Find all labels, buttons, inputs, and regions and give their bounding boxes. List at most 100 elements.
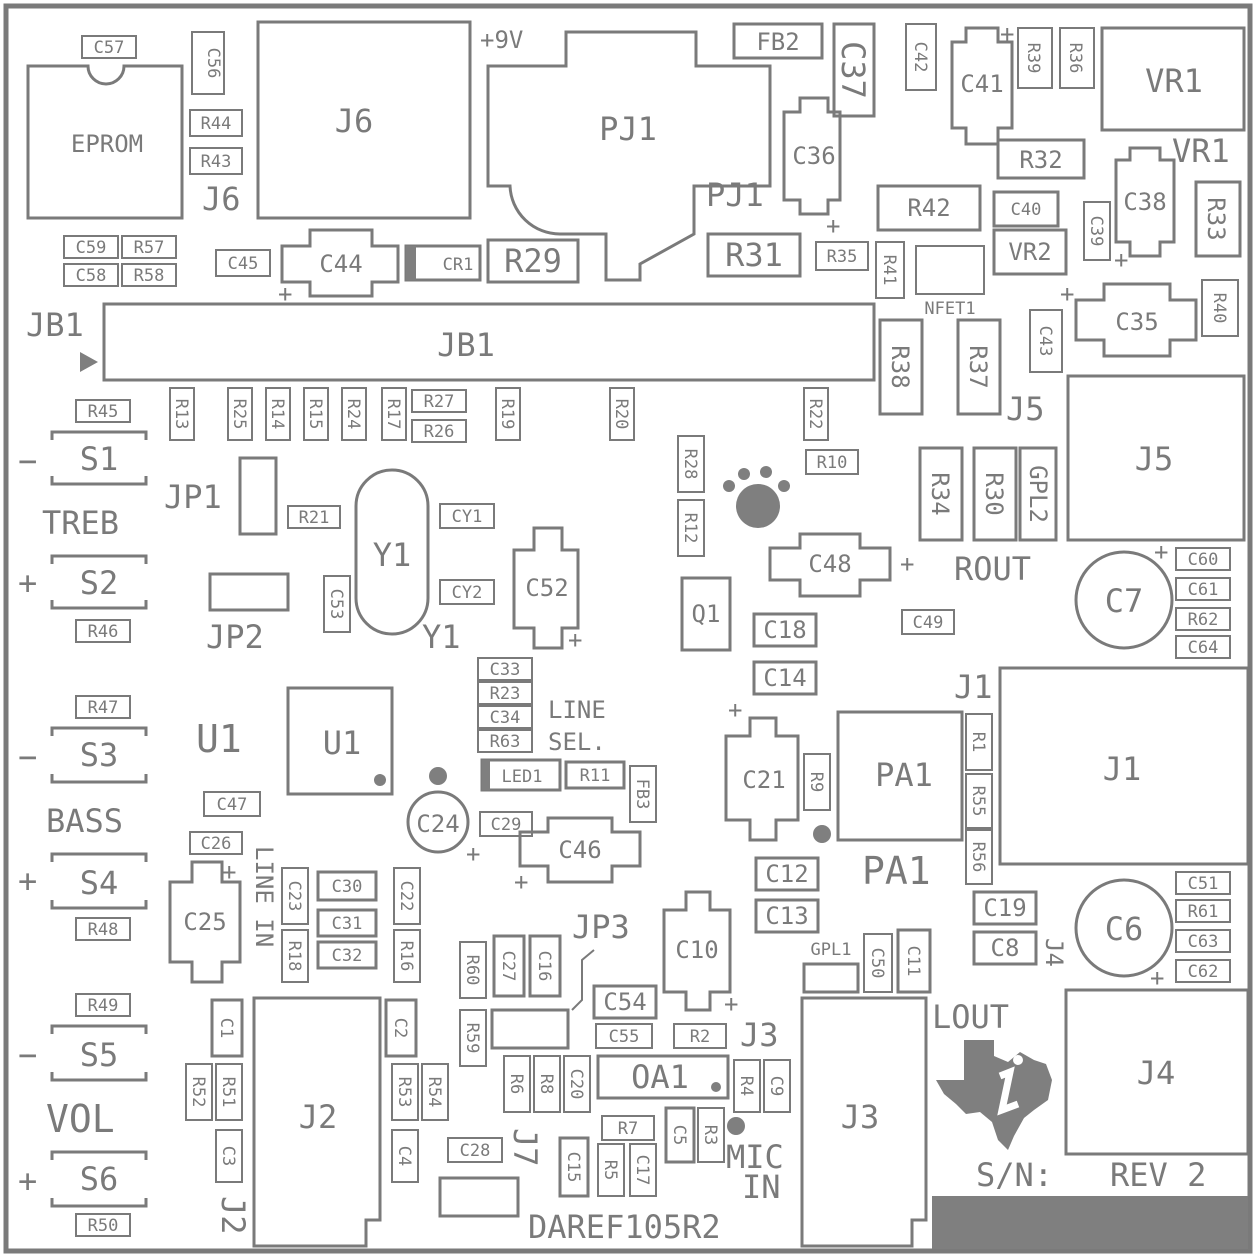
- s1-minus: −: [18, 442, 37, 480]
- c57-label: C57: [94, 38, 125, 58]
- pj1-jack: [486, 30, 772, 282]
- gpl2-label: GPL2: [1024, 465, 1052, 523]
- j6-connector: [256, 20, 472, 220]
- r12-label: R12: [680, 513, 700, 544]
- r16-label: R16: [396, 941, 416, 972]
- r25-label: R25: [229, 399, 249, 430]
- c19-label: C19: [983, 894, 1026, 922]
- c50-label: C50: [867, 948, 887, 979]
- r52-label: R52: [188, 1077, 208, 1108]
- c21-cap: [724, 716, 800, 842]
- r17-label: R17: [383, 399, 403, 430]
- r39-label: R39: [1023, 43, 1043, 74]
- c25-label: C25: [183, 908, 226, 936]
- r50-label: R50: [88, 1216, 119, 1236]
- c23-label: C23: [284, 881, 304, 912]
- cr1-label: CR1: [443, 255, 474, 275]
- s5-label: S5: [80, 1036, 119, 1074]
- s6-plus: +: [18, 1162, 37, 1200]
- fb3-label: FB3: [632, 779, 652, 810]
- j6-text: J6: [335, 102, 374, 140]
- jb1-label: JB1: [26, 306, 84, 344]
- c28-label: C28: [460, 1141, 491, 1161]
- c10-label: C10: [675, 936, 718, 964]
- r22-label: R22: [805, 399, 825, 430]
- r23-label: R23: [490, 684, 521, 704]
- r31-label: R31: [725, 236, 783, 274]
- r34-label: R34: [926, 472, 954, 515]
- ti-texas-logo-icon: [936, 1040, 1052, 1150]
- line-in-label: LINE IN: [250, 846, 278, 947]
- c35-plus: +: [1060, 280, 1074, 308]
- y1-crystal: [354, 468, 430, 636]
- line-sel-label: LINE: [548, 696, 606, 724]
- vr2-label: VR2: [1008, 238, 1051, 266]
- r7-label: R7: [618, 1119, 638, 1139]
- c42-label: C42: [910, 42, 930, 73]
- r42-label: R42: [907, 194, 950, 222]
- vr1-block: [1100, 26, 1246, 132]
- c25-cap: [168, 860, 242, 984]
- c36-plus: +: [826, 212, 840, 240]
- c24-label: C24: [416, 810, 459, 838]
- c17-label: C17: [632, 1155, 652, 1186]
- s6-label: S6: [80, 1160, 119, 1198]
- c6-label: C6: [1105, 910, 1144, 948]
- c51-label: C51: [1188, 874, 1219, 894]
- r53-label: R53: [394, 1077, 414, 1108]
- c45-label: C45: [228, 254, 259, 274]
- eprom-label: EPROM: [71, 130, 143, 158]
- c29-label: C29: [491, 815, 522, 835]
- c7-label: C7: [1105, 582, 1144, 620]
- pa1-chip: [836, 710, 964, 842]
- r32-label: R32: [1019, 146, 1062, 174]
- j5-label: J5: [1006, 390, 1045, 428]
- c38-label: C38: [1123, 188, 1166, 216]
- c48-plus: +: [900, 550, 914, 578]
- c31-label: C31: [332, 914, 363, 934]
- r45-label: R45: [88, 402, 119, 422]
- r15-label: R15: [305, 399, 325, 430]
- s2-plus: +: [18, 564, 37, 602]
- c41-label: C41: [960, 70, 1003, 98]
- r13-label: R13: [171, 399, 191, 430]
- c18-label: C18: [763, 616, 806, 644]
- r41-label: R41: [879, 255, 899, 286]
- s4-plus: +: [18, 862, 37, 900]
- c20-label: C20: [566, 1069, 586, 1100]
- r44-label: R44: [201, 114, 232, 134]
- c62-label: C62: [1188, 962, 1219, 982]
- j5-text: J5: [1135, 440, 1174, 478]
- c38-cap: [1114, 146, 1176, 258]
- j3-text: J3: [841, 1098, 880, 1136]
- c36-label: C36: [792, 142, 835, 170]
- r33-label: R33: [1202, 197, 1230, 240]
- j7-label: J7: [506, 1128, 544, 1167]
- c15-label: C15: [563, 1152, 583, 1183]
- paw-print-icon: [723, 466, 790, 528]
- c10-cap: [662, 890, 732, 1012]
- nfet1-label: NFET1: [924, 299, 975, 319]
- r57-label: R57: [134, 238, 165, 258]
- c7-cap: [1074, 550, 1174, 650]
- s6-switch: [50, 1150, 148, 1208]
- r11-label: R11: [580, 766, 611, 786]
- pin1-triangle-icon: [80, 352, 98, 372]
- c24-plus: +: [466, 840, 480, 868]
- s3-minus: −: [18, 738, 37, 776]
- c53-label: C53: [326, 589, 346, 620]
- c24-cap: [406, 790, 470, 854]
- r30-label: R30: [980, 472, 1008, 515]
- pa1-text: PA1: [875, 756, 933, 794]
- c12-label: C12: [765, 860, 808, 888]
- c30-label: C30: [332, 877, 363, 897]
- board-outline: [3, 3, 1253, 1254]
- c44-cap: [280, 228, 400, 298]
- c33-label: C33: [490, 660, 521, 680]
- r27-label: R27: [424, 392, 455, 412]
- j5-connector: [1066, 374, 1246, 542]
- r21-label: R21: [299, 508, 330, 528]
- r62-label: R62: [1188, 610, 1219, 630]
- mic-label: MIC: [726, 1138, 784, 1176]
